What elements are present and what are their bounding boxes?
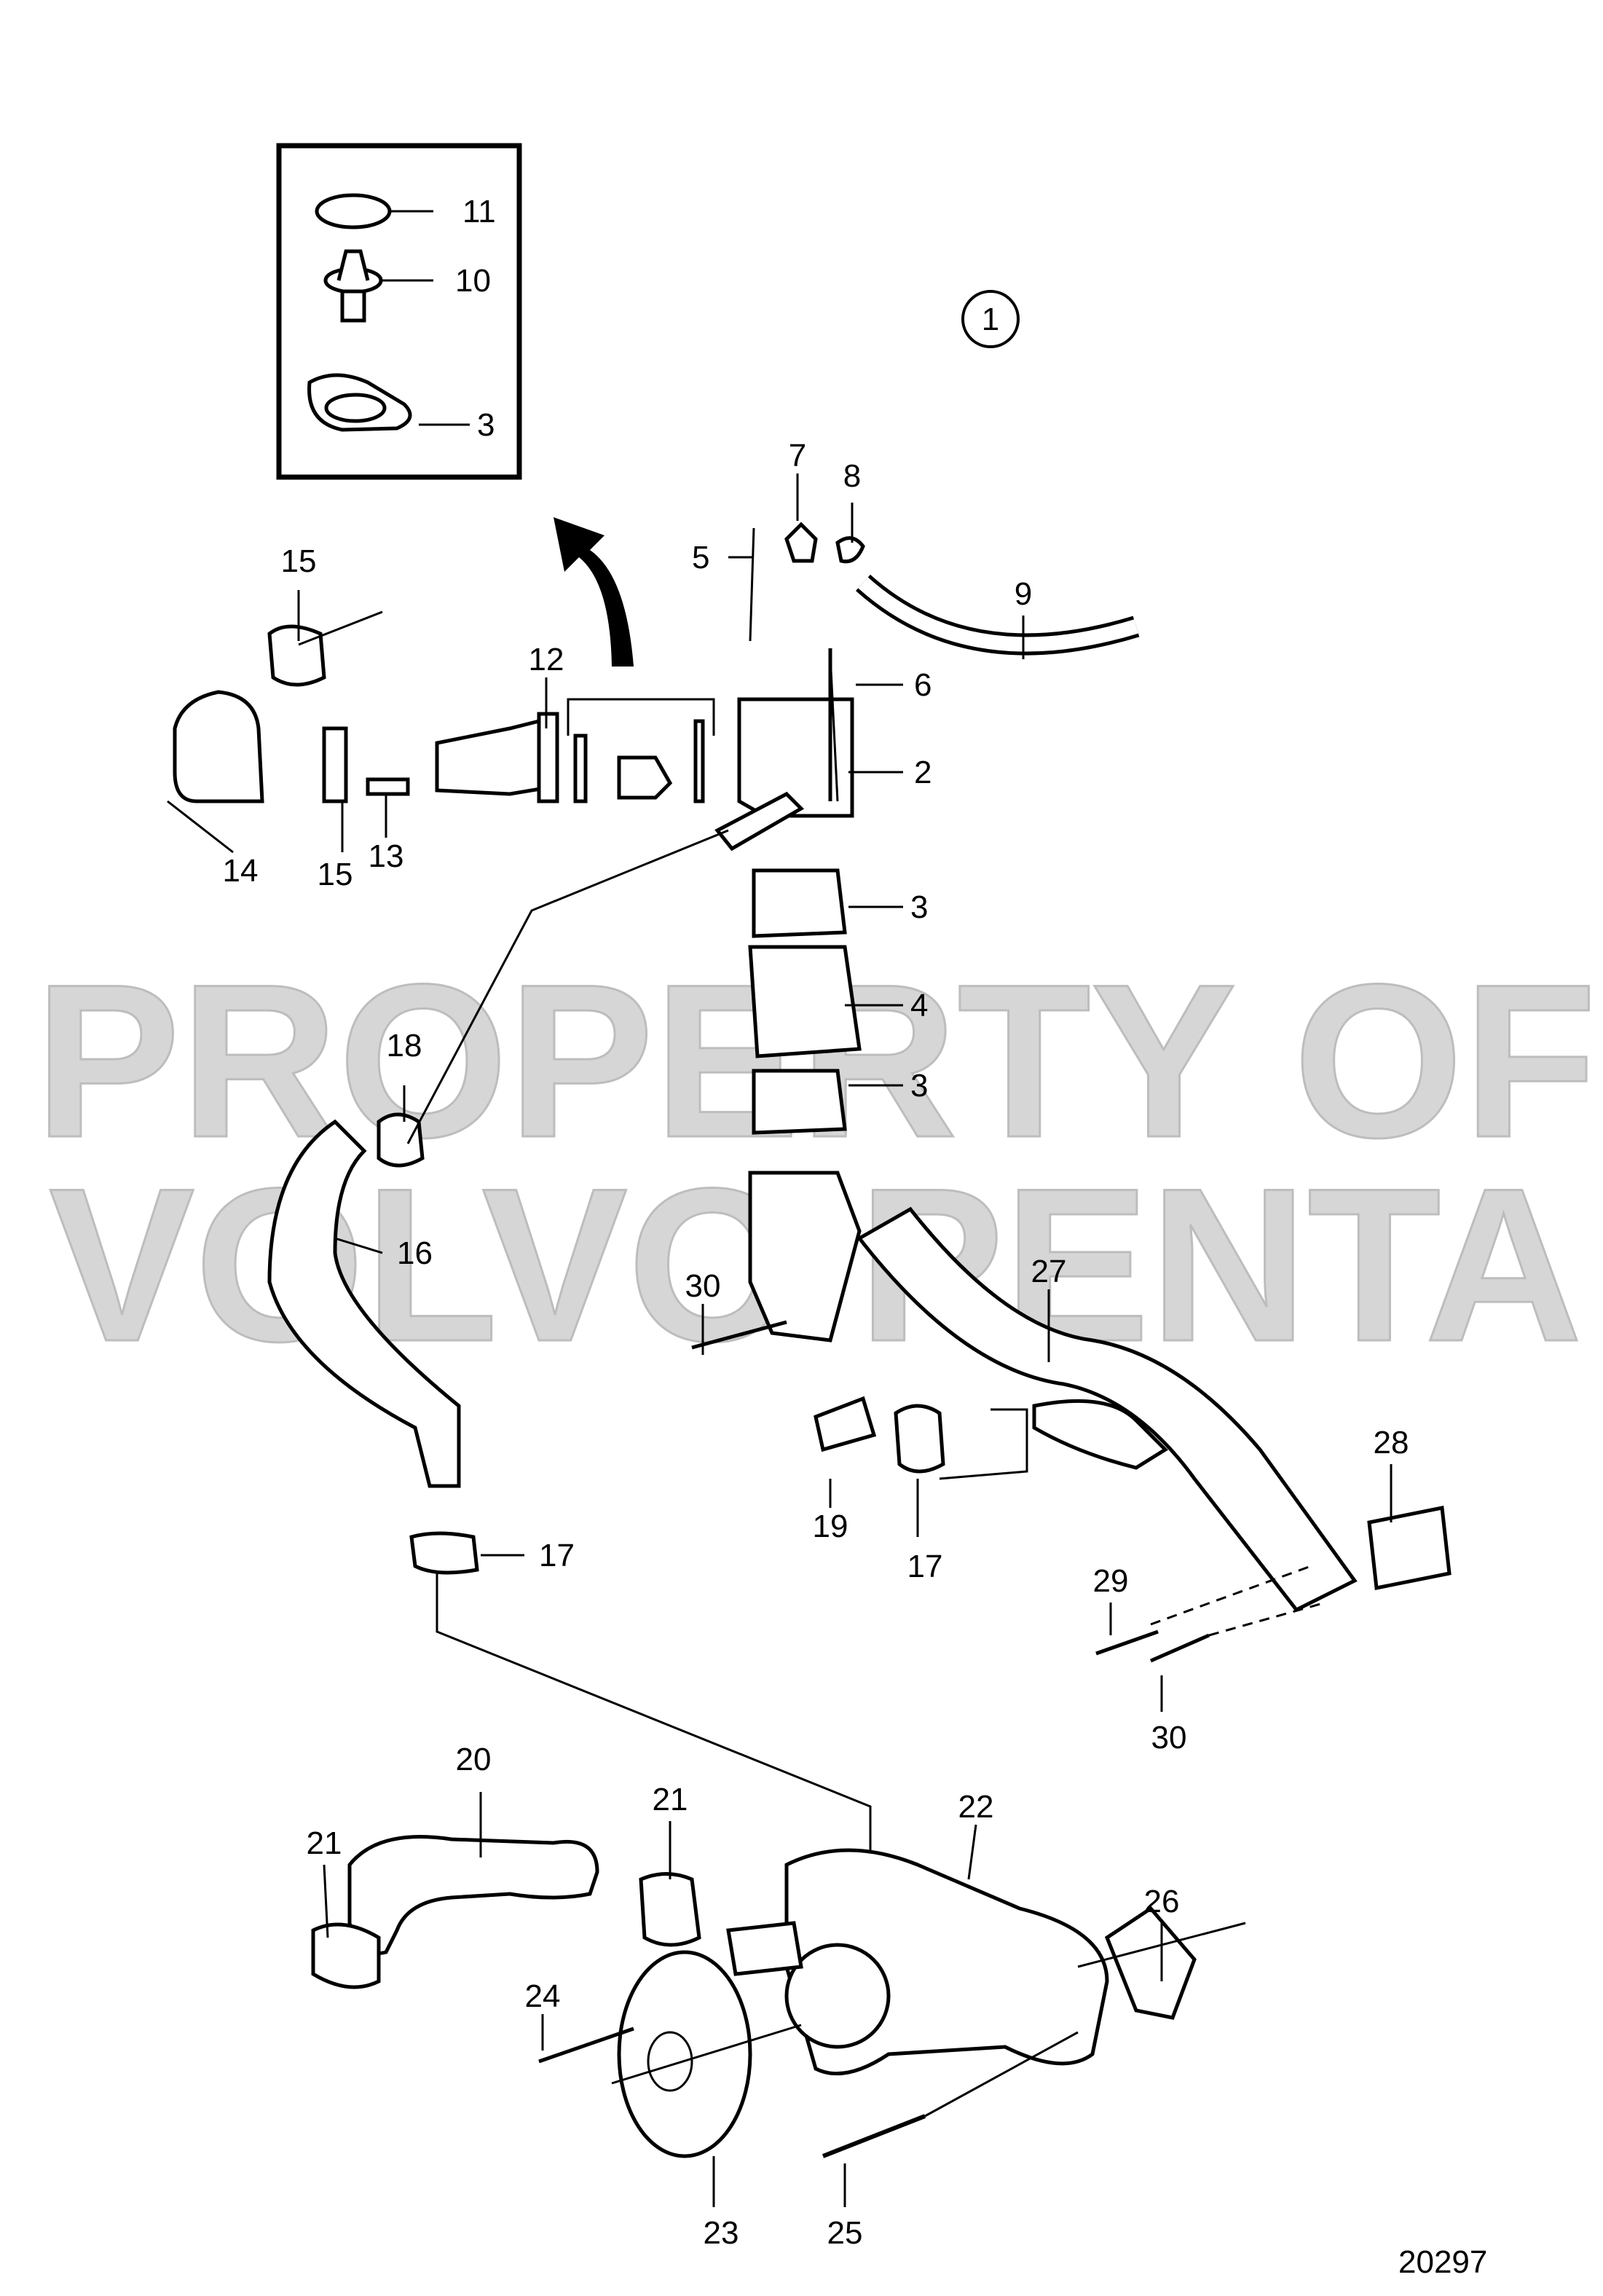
callout-label: 16 [397,1235,433,1271]
callout-label: 17 [907,1549,943,1584]
callout-label: 18 [387,1028,422,1064]
callout-label: 11 [462,194,496,229]
callout-label: 3 [910,889,928,925]
callout-label: 2 [914,755,932,790]
thermostat-housing-assembly [173,522,1140,1342]
callout-label: 6 [914,667,932,703]
callout-label: 22 [958,1789,994,1825]
hose-clamp-upper-part [377,1112,425,1168]
callout-label: 28 [1374,1425,1409,1460]
callout-label: 20 [456,1742,492,1777]
pump-hose-part [347,1835,599,1956]
fitting-part [784,522,818,563]
gasket-lower-part [752,1069,847,1135]
sensor-part [322,726,348,803]
callout-label: 24 [525,1978,561,2014]
callout-label: 10 [455,263,491,299]
callout-label: 5 [692,540,709,575]
callout-label: 21 [653,1782,688,1817]
callout-label: 13 [369,838,404,874]
view-marker-label: 1 [982,302,999,337]
callout-label: 23 [704,2215,739,2251]
gasket-upper-part [752,868,847,938]
drawing-number: 20297 [1398,2244,1487,2280]
callout-label: 3 [477,407,495,443]
callout-label: 26 [1144,1884,1180,1919]
view-marker-circle [961,290,1020,348]
callout-label: 29 [1093,1563,1129,1599]
callout-label: 25 [827,2215,863,2251]
bolt-part [366,777,410,796]
callout-label: 8 [843,458,861,494]
hose-clamp-lower-part [409,1531,479,1575]
callout-label: 4 [910,988,928,1023]
water-connection-part [748,1171,862,1342]
coolant-hose-part [267,1119,461,1488]
pump-clamp-left-part [311,1922,381,1989]
nipple-part [714,791,805,852]
elbow-hose-part [173,690,264,803]
callout-labels: 11 10 3 15 12 7 8 5 9 6 2 14 15 13 3 4 3… [223,194,1488,2280]
callout-label: 7 [789,438,806,473]
water-pipe-part [856,1206,1358,1613]
thermostat-inset-box [276,143,522,480]
spacer-part [748,945,862,1058]
callout-label: 17 [539,1538,575,1573]
water-pump-assembly [311,1835,1246,2158]
leader-lines [167,473,1393,2207]
arrow-icon [554,517,634,667]
hose-16-assembly [267,829,872,1872]
pump-clamp-right-part [639,1872,701,1947]
spacer-sleeve-part [814,1396,877,1452]
flange-gasket-part [1367,1506,1452,1590]
clamp-mid-part [894,1404,945,1474]
callout-label: 9 [1015,576,1032,612]
callout-label: 19 [813,1509,848,1544]
callout-label: 15 [318,857,353,892]
pump-gasket-part [1104,1906,1197,2020]
hose-clamp-part [267,624,326,687]
clamp-part [835,536,865,564]
callout-label: 14 [223,853,259,889]
thermostat-part [323,249,383,323]
callout-label: 21 [307,1825,342,1861]
o-ring-part [315,193,392,229]
callout-label: 27 [1031,1254,1067,1289]
callout-label: 30 [1151,1720,1187,1756]
water-pipe-assembly [814,1206,1452,1663]
thermostat-cover-part [435,718,556,796]
callout-label: 30 [685,1268,721,1304]
callout-label: 15 [281,543,317,579]
vent-hose-part [858,577,1138,652]
callout-label: 12 [529,642,564,677]
callout-label: 3 [910,1068,928,1104]
